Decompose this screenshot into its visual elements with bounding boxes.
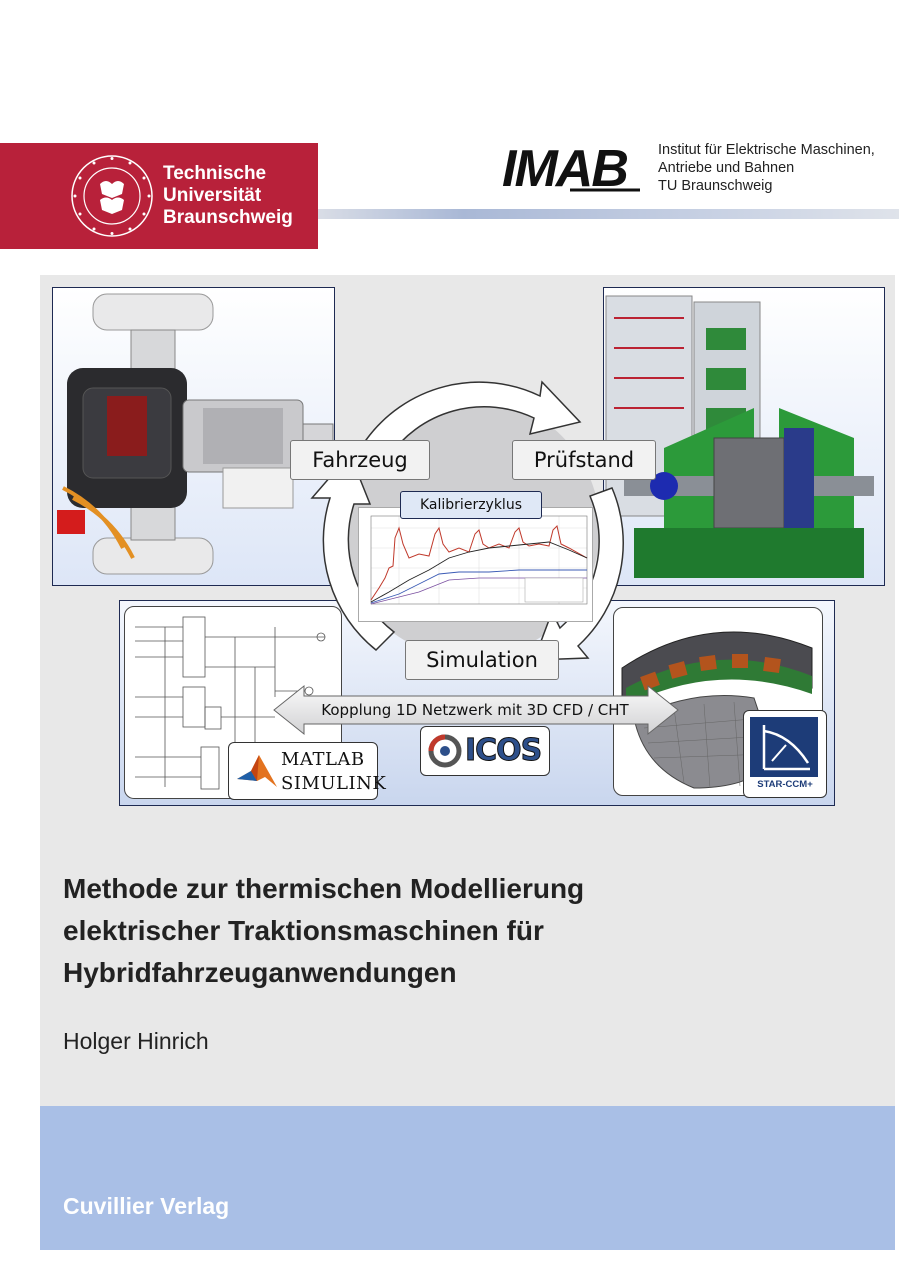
book-title-line-2: elektrischer Traktionsmaschinen für [63,915,544,946]
matlab-membrane-icon [237,755,277,787]
institute-line-2: Antriebe und Bahnen [658,160,795,176]
institute-line-3: TU Braunschweig [658,178,773,194]
book-title-line-1: Methode zur thermischen Modellierung [63,873,585,904]
icos-logo: ICOS [420,726,550,776]
university-line-3: Braunschweig [163,207,293,228]
calibration-chart [358,507,593,622]
institute-line-1: Institut für Elektrische Maschinen, [658,142,875,158]
icos-word: ICOS [464,733,542,769]
book-title: Methode zur thermischen Modellierung ele… [63,868,584,994]
star-ccm-mark-icon [750,717,818,777]
test-bench-label: Prüfstand [512,440,656,480]
matlab-word: MATLAB [281,749,365,770]
tu-braunschweig-banner [0,143,318,249]
vehicle-label: Fahrzeug [290,440,430,480]
coupling-label: Kopplung 1D Netzwerk mit 3D CFD / CHT [321,701,629,719]
publisher-band [40,1106,895,1250]
test-bench-image [603,287,885,586]
imab-logo-text: IMAB [502,140,627,198]
coupling-double-arrow [273,684,679,736]
imab-logo: IMAB [502,140,640,198]
institute-name: Institut für Elektrische Maschinen, Antr… [658,141,875,195]
author-name: Holger Hinrich [63,1028,209,1054]
simulation-label: Simulation [405,640,559,680]
matlab-simulink-logo: MATLAB SIMULINK [228,742,386,800]
publisher-name: Cuvillier Verlag [63,1193,230,1219]
header-rule [318,209,899,219]
vehicle-drivetrain-image [52,287,335,586]
star-ccm-word: STAR-CCM+ [757,779,813,790]
university-name: Technische Universität Braunschweig [163,163,293,229]
star-ccm-logo: STAR-CCM+ [743,710,827,798]
university-line-2: Universität [163,185,262,206]
calibration-cycle-title: Kalibrierzyklus [400,491,542,519]
book-title-line-3: Hybridfahrzeuganwendungen [63,957,457,988]
icos-ring-icon [428,734,462,768]
tu-seal-icon [71,155,153,237]
simulink-word: SIMULINK [281,773,387,794]
university-line-1: Technische [163,163,267,184]
